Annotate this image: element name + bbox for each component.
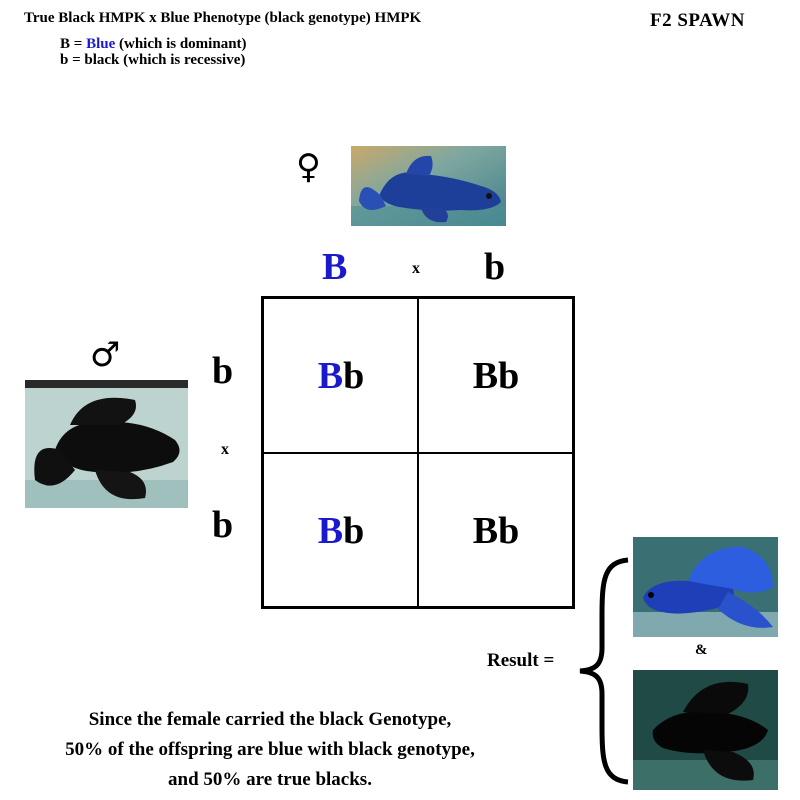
left-allele-2: b — [212, 504, 234, 546]
diagram-title: True Black HMPK x Blue Phenotype (black … — [24, 10, 422, 26]
cell-allele-recessive: b — [498, 355, 520, 397]
male-symbol-icon: ♂ — [90, 335, 121, 375]
cell-allele-recessive: b — [343, 510, 365, 552]
key-blue-word: Blue — [86, 36, 116, 52]
cell-allele-dominant: B — [317, 355, 344, 397]
top-allele-dominant: B — [322, 246, 348, 288]
left-cross-sign: x — [221, 441, 229, 458]
cell-allele-dominant: B — [472, 510, 499, 552]
conclusion-line-1: Since the female carried the black Genot… — [88, 709, 452, 730]
result-label: Result = — [487, 650, 555, 671]
key-line-recessive: b = black (which is recessive) — [60, 52, 246, 68]
grid-divider-horizontal — [264, 452, 572, 454]
cell-allele-dominant: B — [317, 510, 344, 552]
female-symbol-icon: ♀ — [296, 147, 321, 187]
conclusion-line-3: and 50% are true blacks. — [168, 769, 372, 790]
result-ampersand: & — [695, 642, 708, 658]
cell-allele-recessive: b — [343, 355, 365, 397]
key-prefix: B = — [60, 36, 87, 52]
conclusion-text: Since the female carried the black Genot… — [20, 705, 520, 795]
left-allele-1: b — [212, 350, 234, 392]
top-cross-sign: x — [412, 260, 420, 277]
key-line-dominant: B = Blue (which is dominant) — [60, 36, 247, 52]
female-blue-fish-photo — [351, 146, 506, 226]
cell-allele-recessive: b — [498, 510, 520, 552]
top-allele-recessive: b — [484, 246, 506, 288]
conclusion-line-2: 50% of the offspring are blue with black… — [65, 739, 475, 760]
result-black-fish-photo — [633, 670, 778, 790]
male-black-fish-photo — [25, 380, 188, 508]
curly-brace-icon — [576, 556, 632, 791]
result-blue-fish-photo — [633, 537, 778, 637]
cell-allele-dominant: B — [472, 355, 499, 397]
key-suffix: (which is dominant) — [115, 36, 247, 52]
spawn-label: F2 SPAWN — [650, 10, 745, 31]
